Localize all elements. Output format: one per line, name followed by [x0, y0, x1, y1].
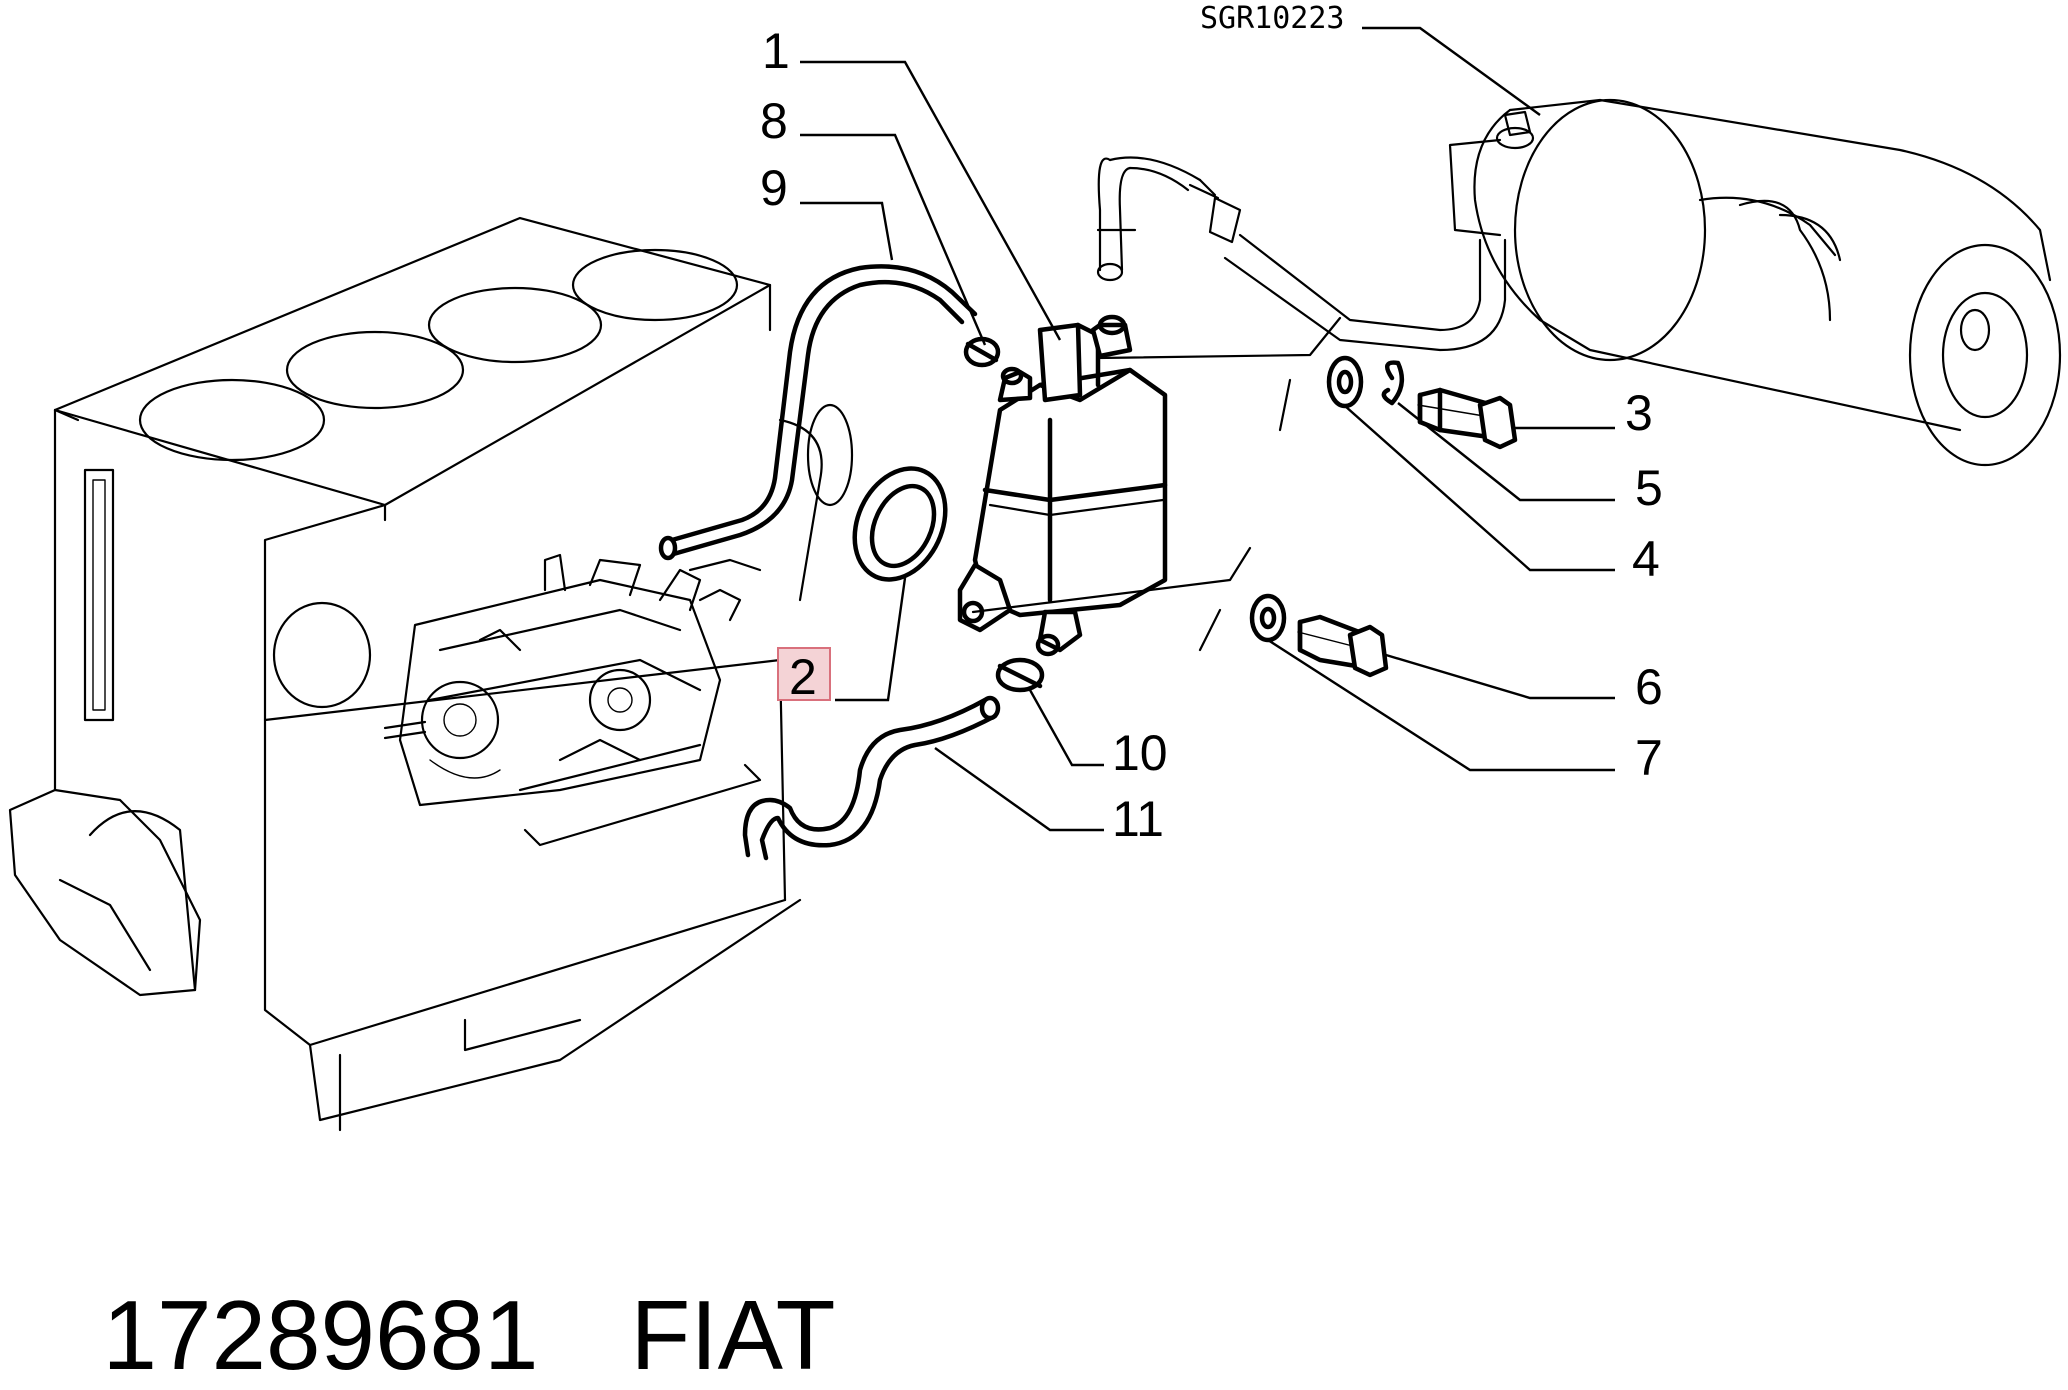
callout-9: 9 [760, 160, 788, 216]
brand-name: FIAT [630, 1280, 836, 1390]
bolt-6 [1297, 614, 1389, 678]
callout-5: 5 [1635, 460, 1663, 516]
hose-11 [742, 697, 988, 858]
callout-6: 6 [1635, 659, 1663, 715]
injection-pump [383, 553, 762, 847]
washer-7 [1249, 593, 1287, 643]
callout-7: 7 [1635, 730, 1663, 786]
callout-8: 8 [760, 93, 788, 149]
air-filter [1096, 98, 2062, 467]
callout-10: 10 [1112, 725, 1168, 781]
engine-block [8, 216, 854, 1132]
clamp-8 [963, 336, 1001, 368]
washer-4 [1326, 355, 1364, 409]
callout-2: 2 [789, 649, 817, 705]
bolt-3 [1417, 387, 1518, 450]
callout-4: 4 [1632, 531, 1660, 587]
callout-11: 11 [1112, 791, 1164, 847]
clamp-10 [995, 657, 1045, 693]
reference-code: SGR10223 [1200, 1, 1345, 36]
hose-9 [667, 279, 965, 558]
seal-2 [852, 466, 948, 582]
expansion-tank-1 [957, 314, 1168, 657]
part-number: 17289681 [102, 1280, 539, 1390]
callout-3: 3 [1625, 385, 1653, 441]
callout-1: 1 [762, 23, 790, 79]
lock-washer-5 [1381, 360, 1405, 406]
callout-highlight [777, 647, 831, 701]
footer: 17289681 FIAT [48, 1188, 836, 1390]
